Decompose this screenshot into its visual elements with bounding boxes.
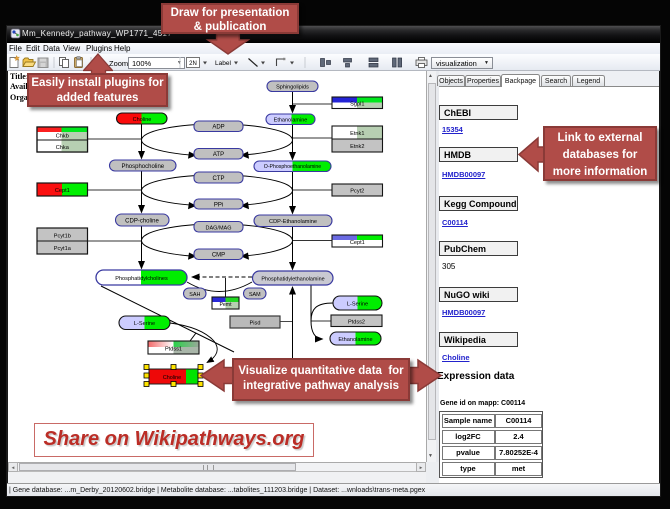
- svg-text:Cept1: Cept1: [350, 240, 365, 246]
- svg-text:Etnk2: Etnk2: [350, 144, 364, 150]
- svg-text:CTP: CTP: [213, 176, 225, 182]
- svg-text:Phosphatidylcholines: Phosphatidylcholines: [115, 276, 168, 282]
- svg-text:SAM: SAM: [249, 292, 261, 298]
- svg-text:Sgpl1: Sgpl1: [350, 101, 364, 107]
- svg-text:Ethanolamine: Ethanolamine: [338, 337, 372, 343]
- svg-text:CDP-choline: CDP-choline: [125, 218, 159, 224]
- svg-text:Ptdss2: Ptdss2: [348, 319, 365, 325]
- svg-text:Choline: Choline: [163, 375, 181, 381]
- svg-text:2N: 2N: [189, 61, 197, 67]
- svg-text:Ptdss1: Ptdss1: [165, 346, 182, 352]
- svg-text:Pisd: Pisd: [250, 320, 261, 326]
- svg-text:O-Phosphoethanolamine: O-Phosphoethanolamine: [264, 164, 322, 170]
- svg-text:Sphingolipids: Sphingolipids: [276, 84, 309, 90]
- svg-text:Phosphocholine: Phosphocholine: [121, 164, 164, 170]
- svg-text:Pcyt2: Pcyt2: [350, 189, 364, 195]
- svg-text:Choline: Choline: [133, 117, 152, 123]
- svg-text:SAH: SAH: [189, 292, 200, 298]
- svg-text:Pcyt1a: Pcyt1a: [54, 246, 72, 252]
- svg-text:Chkb: Chkb: [56, 134, 69, 140]
- svg-text:PPi: PPi: [214, 202, 223, 208]
- svg-text:DAG/MAG: DAG/MAG: [206, 226, 232, 232]
- svg-text:Label: Label: [215, 60, 231, 67]
- svg-text:Pemt: Pemt: [219, 302, 232, 308]
- svg-text:Cept1: Cept1: [55, 188, 70, 194]
- svg-text:L-Serine: L-Serine: [347, 301, 368, 307]
- svg-text:Ethanolamine: Ethanolamine: [274, 118, 308, 124]
- svg-text:ATP: ATP: [213, 152, 224, 158]
- svg-text:CDP-Ethanolamine: CDP-Ethanolamine: [269, 219, 317, 225]
- svg-text:Phosphatidylethanolamine: Phosphatidylethanolamine: [261, 276, 324, 282]
- svg-text:Pcyt1b: Pcyt1b: [54, 233, 71, 239]
- svg-text:Etnk1: Etnk1: [350, 131, 364, 137]
- svg-text:CMP: CMP: [212, 253, 225, 259]
- svg-text:Chka: Chka: [56, 145, 70, 151]
- svg-text:ADP: ADP: [212, 125, 224, 131]
- svg-text:L-Serine: L-Serine: [134, 321, 155, 327]
